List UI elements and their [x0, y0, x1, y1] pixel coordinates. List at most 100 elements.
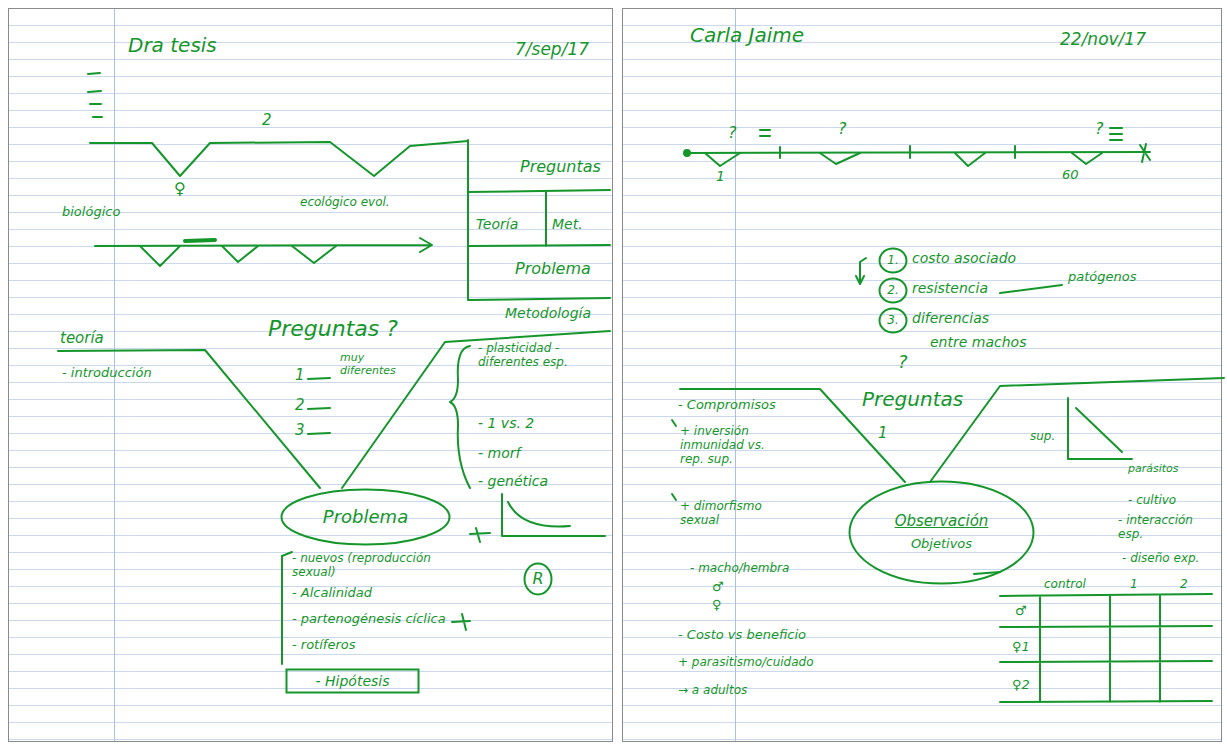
- handwritten-note: ♀1: [1012, 640, 1030, 655]
- node-text: 2.: [887, 284, 898, 298]
- timeline-dips: [705, 153, 1102, 166]
- ink-outline: [287, 670, 419, 693]
- handwritten-note: - Compromisos: [678, 398, 776, 413]
- thick-mark: [185, 240, 215, 241]
- ink-outline: [525, 564, 552, 595]
- handwritten-note: - morf: [478, 445, 520, 461]
- handwritten-note: Carla Jaime: [690, 24, 804, 47]
- note-mark: [470, 528, 490, 542]
- timeline-ticks: [780, 146, 1015, 158]
- handwritten-note: diferencias: [912, 310, 989, 326]
- tick-marks: [88, 73, 102, 117]
- mini-graph: [502, 494, 605, 536]
- handwritten-note: 2: [295, 397, 305, 414]
- note-mark: [672, 420, 676, 500]
- node-text: Objetivos: [911, 537, 972, 552]
- side-arrow: [856, 258, 866, 284]
- handwritten-note: teoría: [60, 330, 104, 347]
- handwritten-note: - macho/hembra: [690, 562, 789, 576]
- circled-note: 3.: [878, 307, 908, 334]
- ink-outline: [880, 309, 907, 333]
- handwritten-note: entre machos: [930, 334, 1026, 350]
- handwritten-note: - partenogénesis cíclica: [292, 612, 446, 627]
- handwritten-note: costo asociado: [912, 250, 1016, 266]
- boxed-note: - Hipótesis: [285, 668, 420, 694]
- ink-outline: [880, 249, 907, 273]
- circle-outline: [848, 480, 1035, 585]
- handwritten-note: - diseño exp.: [1122, 552, 1199, 566]
- timeline-dot: [684, 150, 690, 156]
- handwritten-note: biológico: [62, 205, 120, 220]
- timeline-arrow: [95, 238, 432, 252]
- handwritten-note: - plasticidad - diferentes esp.: [478, 342, 596, 370]
- tick-marks: [760, 128, 1122, 140]
- handwritten-note: Preguntas: [862, 388, 963, 411]
- timeline-dips: [140, 246, 336, 266]
- handwritten-note: 1: [1130, 578, 1138, 592]
- brace: [450, 346, 470, 488]
- circled-note: Problema: [280, 488, 451, 546]
- handwritten-note: parásitos: [1128, 463, 1179, 476]
- handwritten-note: 3: [295, 422, 305, 439]
- circled-note: R: [523, 562, 553, 596]
- handwritten-note: - 1 vs. 2: [478, 415, 534, 431]
- plan-table: [468, 140, 610, 300]
- ink-outline: [850, 482, 1034, 584]
- handwritten-note: - nuevos (reproducción sexual): [292, 552, 462, 580]
- handwritten-note: ecológico evol.: [300, 196, 390, 210]
- handwritten-note: ?: [728, 124, 737, 142]
- handwritten-note: 1: [295, 367, 305, 384]
- handwritten-note: Dra tesis: [128, 34, 217, 57]
- circled-note: 2.: [878, 277, 908, 304]
- handwritten-note: - interacción esp.: [1118, 514, 1216, 542]
- handwritten-note: Preguntas: [520, 158, 601, 176]
- handwritten-note: resistencia: [912, 280, 988, 296]
- data-table: [1000, 594, 1212, 702]
- handwritten-note: + inversión inmunidad vs. rep. sup.: [680, 425, 790, 466]
- handwritten-note: 1: [716, 168, 725, 184]
- handwritten-note: + parasitismo/cuidado: [678, 656, 814, 670]
- handwritten-note: sup.: [1030, 430, 1055, 444]
- handwritten-note: → a adultos: [678, 684, 747, 698]
- handwritten-note: ?: [1095, 120, 1104, 138]
- node-text: Problema: [323, 507, 408, 528]
- mini-graph: [1068, 398, 1132, 459]
- handwritten-note: - cultivo: [1128, 494, 1176, 508]
- handwritten-note: Met.: [552, 216, 583, 232]
- handwritten-note: ♂: [712, 580, 724, 595]
- handwritten-note: control: [1044, 578, 1086, 592]
- handwritten-note: ?: [838, 120, 847, 138]
- node-text: Observación: [895, 513, 989, 530]
- leader-line: [1000, 285, 1062, 293]
- ink-outline: [880, 279, 907, 303]
- note-mark: [452, 614, 470, 630]
- handwritten-note: 1: [878, 425, 888, 442]
- list-dashes: [308, 378, 330, 434]
- handwritten-note: ♀: [712, 598, 722, 613]
- node-text: 1.: [887, 254, 898, 268]
- v-shape: [58, 331, 610, 488]
- handwritten-note: ♂: [1015, 604, 1027, 619]
- node-text: 3.: [887, 314, 898, 328]
- handwritten-note: Problema: [515, 260, 591, 278]
- handwritten-note: 60: [1062, 168, 1079, 183]
- handwritten-note: Preguntas ?: [268, 316, 398, 341]
- handwritten-note: - Costo vs beneficio: [678, 628, 806, 643]
- handwritten-note: ?: [898, 352, 908, 373]
- handwritten-note: 22/nov/17: [1060, 30, 1146, 50]
- handwritten-note: 2: [262, 112, 272, 129]
- handwritten-note: muy diferentes: [340, 352, 412, 377]
- handwritten-note: + dimorfismo sexual: [680, 500, 780, 528]
- node-text: R: [532, 570, 543, 588]
- handwritten-note: 2: [1180, 578, 1188, 592]
- handwritten-note: ♀2: [1012, 678, 1030, 693]
- handwritten-note: - genética: [478, 473, 548, 489]
- handwritten-note: - Alcalinidad: [292, 586, 372, 601]
- circled-note: ObservaciónObjetivos: [848, 480, 1035, 585]
- ink-outline: [282, 490, 450, 545]
- list-bracket: [282, 552, 292, 664]
- node-text: - Hipótesis: [316, 673, 390, 689]
